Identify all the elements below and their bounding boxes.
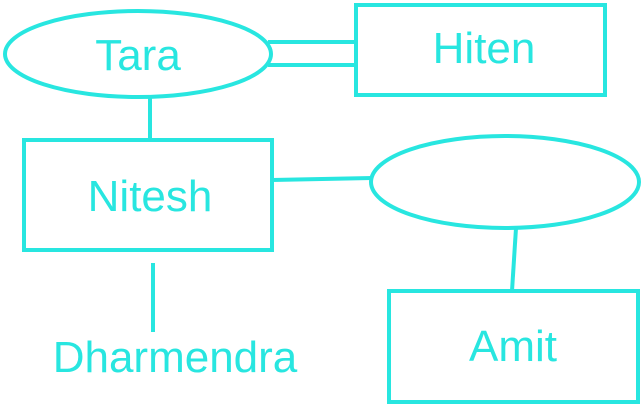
amit-label: Amit [469, 322, 557, 371]
unnamed-ellipse-shape [369, 134, 641, 230]
node-hiten[interactable]: Hiten [354, 3, 607, 97]
node-tara[interactable]: Tara [3, 9, 273, 99]
edge-nitesh-ellipse [271, 176, 373, 182]
nitesh-rect [22, 138, 274, 252]
nitesh-label: Nitesh [88, 172, 213, 221]
node-amit[interactable]: Amit [387, 289, 640, 404]
tara-label: Tara [95, 31, 181, 80]
hiten-label: Hiten [433, 24, 536, 73]
tara-ellipse [3, 9, 273, 99]
edge-ellipse-amit [510, 227, 518, 292]
dharmendra-label: Dharmendra [53, 333, 298, 382]
node-nitesh[interactable]: Nitesh [22, 138, 274, 252]
amit-rect [387, 289, 640, 404]
hiten-rect [354, 3, 607, 97]
node-unnamed-ellipse[interactable] [369, 134, 641, 230]
